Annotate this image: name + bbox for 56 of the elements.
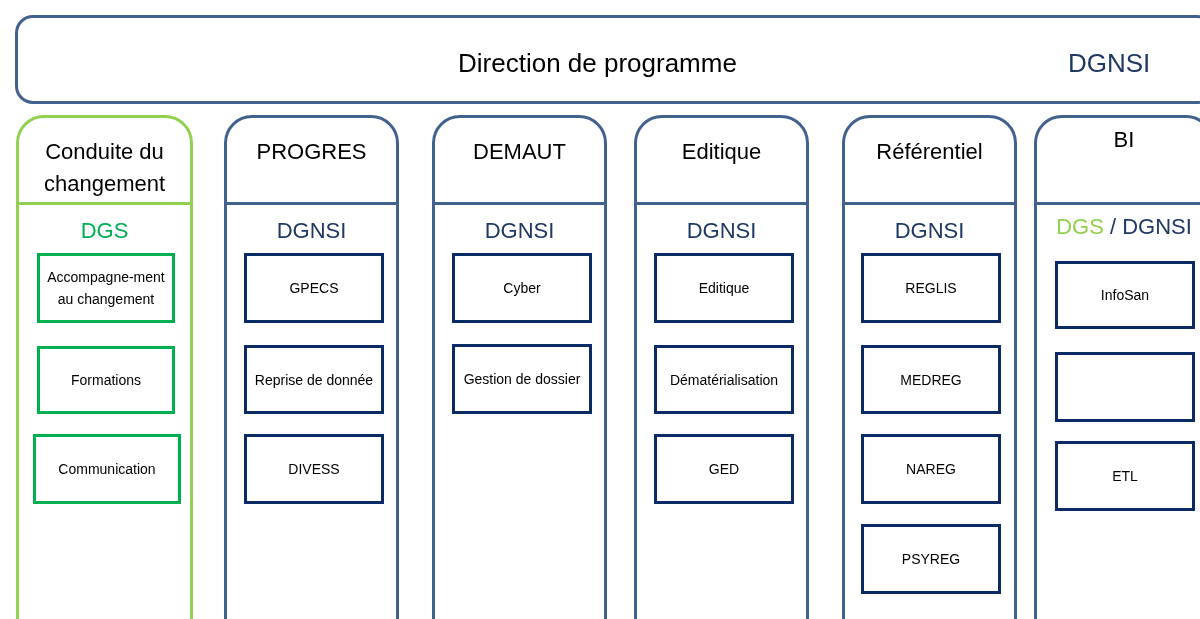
item-label: PSYREG (901, 550, 961, 569)
item-box (1055, 441, 1195, 511)
item-box (244, 345, 384, 414)
item-label: ETL (1112, 467, 1138, 486)
column-panel (432, 115, 607, 619)
organization-label: DGNSI (1068, 47, 1151, 80)
organization-label: DGNSI (275, 217, 348, 245)
item-box (1055, 352, 1195, 422)
banner-title: Direction de programme (458, 47, 737, 80)
column-heading: Editique (680, 138, 763, 166)
item-box (37, 346, 175, 414)
item-box (654, 345, 794, 414)
item-label: DIVESS (288, 460, 340, 479)
column-heading: Conduite du changement (42, 138, 167, 198)
column-heading: DEMAUT (472, 138, 567, 166)
item-label: Gestion de dossier (463, 370, 581, 389)
item-box (861, 434, 1001, 504)
column-heading: PROGRES (255, 138, 368, 166)
item-box (1055, 261, 1195, 329)
item-label: GPECS (289, 279, 339, 298)
item-box (861, 253, 1001, 323)
column-panel (634, 115, 809, 619)
item-label: InfoSan (1100, 286, 1150, 305)
item-box (37, 253, 175, 323)
organization-label: DGS (79, 217, 130, 245)
organization-label: DGNSI (893, 217, 966, 245)
item-label: MEDREG (900, 370, 962, 390)
organization-label: DGS / DGNSI (1055, 213, 1193, 241)
item-label: REGLIS (905, 279, 957, 298)
item-box (861, 524, 1001, 594)
item-label: Editique (698, 279, 750, 298)
item-box (33, 434, 181, 504)
column-panel (1034, 115, 1200, 619)
item-box (452, 344, 592, 414)
item-label: Dématérialisation (669, 370, 779, 390)
item-label: Cyber (503, 279, 541, 298)
item-label: GED (708, 460, 740, 479)
item-box (861, 345, 1001, 414)
organization-label: DGNSI (483, 217, 556, 245)
item-label: Reprise de donnée (254, 370, 374, 390)
organization-label: DGNSI (685, 217, 758, 245)
column-panel (16, 115, 193, 619)
item-label: NAREG (906, 460, 956, 479)
item-box (654, 253, 794, 323)
column-heading: BI (1112, 126, 1136, 154)
item-box (244, 434, 384, 504)
column-heading: Référentiel (875, 138, 984, 166)
item-label: Communication (58, 460, 156, 479)
item-box (244, 253, 384, 323)
item-box (452, 253, 592, 323)
item-label: Accompagne-ment au changement (46, 268, 166, 309)
column-panel (842, 115, 1017, 619)
banner-box (15, 15, 1200, 104)
column-panel (224, 115, 399, 619)
item-box (654, 434, 794, 504)
item-label: Formations (71, 371, 141, 390)
